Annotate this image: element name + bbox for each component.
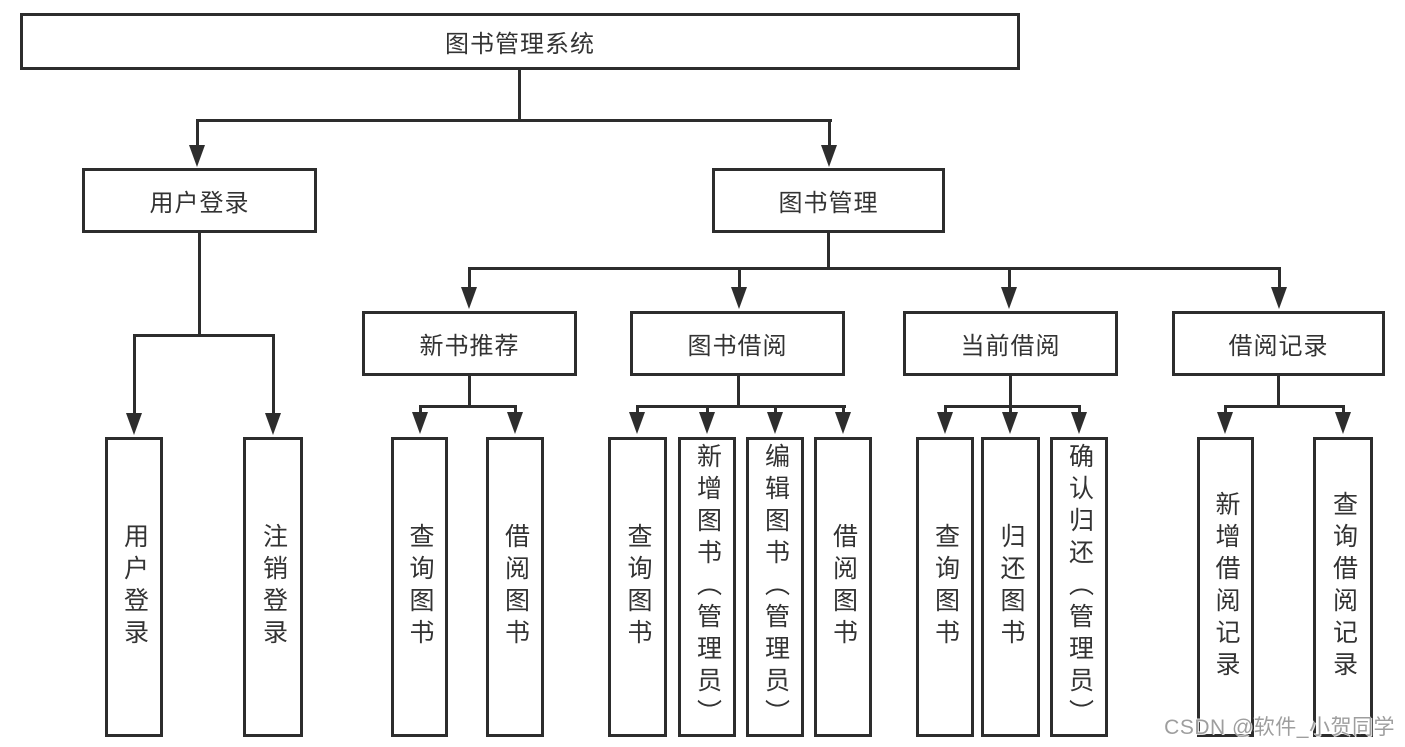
connector-line: [944, 405, 947, 415]
connector-line: [514, 405, 517, 415]
leaf-label: 借阅图书: [829, 523, 858, 651]
leaf-newbook-query: 查询图书: [391, 437, 448, 737]
connector-line: [842, 405, 845, 415]
leaf-label: 借阅图书: [501, 523, 530, 651]
leaf-label: 归还图书: [997, 523, 1025, 651]
leaf-current-confirm-admin: 确认归还（管理员）: [1050, 437, 1108, 737]
arrow-down-icon: [189, 145, 205, 167]
arrow-down-icon: [412, 412, 428, 434]
connector-line: [636, 405, 846, 408]
connector-line: [1078, 405, 1081, 415]
arrow-down-icon: [1217, 412, 1233, 434]
node-library-system: 图书管理系统: [20, 13, 1020, 70]
connector-line: [272, 334, 275, 414]
connector-line: [1009, 405, 1012, 415]
leaf-label: 用户登录: [120, 523, 149, 651]
arrow-down-icon: [1271, 287, 1287, 309]
node-new-book-recommend: 新书推荐: [362, 311, 577, 376]
arrow-down-icon: [507, 412, 523, 434]
leaf-user-login: 用户登录: [105, 437, 163, 737]
arrow-down-icon: [937, 412, 953, 434]
leaf-label: 注销登录: [259, 523, 288, 651]
connector-line: [133, 334, 275, 337]
leaf-label: 查询借阅记录: [1329, 491, 1358, 683]
leaf-newbook-borrow: 借阅图书: [486, 437, 544, 737]
leaf-logout: 注销登录: [243, 437, 303, 737]
connector-line: [518, 70, 521, 122]
arrow-down-icon: [1001, 287, 1017, 309]
node-user-login: 用户登录: [82, 168, 317, 233]
leaf-label: 编辑图书（管理员）: [761, 443, 790, 731]
arrow-down-icon: [1071, 412, 1087, 434]
connector-line: [419, 405, 517, 408]
leaf-label: 查询图书: [624, 523, 652, 651]
connector-line: [196, 119, 832, 122]
connector-line: [468, 267, 1281, 270]
arrow-down-icon: [699, 412, 715, 434]
connector-line: [1008, 267, 1011, 291]
leaf-borrow-query: 查询图书: [608, 437, 667, 737]
arrow-down-icon: [835, 412, 851, 434]
leaf-borrow-borrow: 借阅图书: [814, 437, 872, 737]
connector-line: [468, 376, 471, 408]
node-book-management: 图书管理: [712, 168, 945, 233]
leaf-borrow-edit-admin: 编辑图书（管理员）: [746, 437, 804, 737]
connector-line: [774, 405, 777, 415]
connector-line: [198, 233, 201, 337]
leaf-label: 确认归还（管理员）: [1065, 443, 1094, 731]
arrow-down-icon: [821, 145, 837, 167]
connector-line: [1009, 376, 1012, 408]
connector-line: [419, 405, 422, 415]
leaf-record-query: 查询借阅记录: [1313, 437, 1373, 737]
connector-line: [827, 233, 830, 270]
connector-line: [1224, 405, 1345, 408]
arrow-down-icon: [629, 412, 645, 434]
arrow-down-icon: [265, 413, 281, 435]
node-label: 用户登录: [149, 190, 250, 217]
leaf-label: 新增图书（管理员）: [693, 443, 722, 731]
connector-line: [706, 405, 709, 415]
node-label: 当前借阅: [960, 333, 1061, 360]
connector-line: [828, 119, 831, 151]
watermark: CSDN @软件_小贺同学: [1164, 716, 1395, 739]
node-label: 图书管理系统: [445, 31, 595, 58]
node-label: 借阅记录: [1228, 333, 1329, 360]
connector-line: [196, 119, 199, 151]
connector-line: [1342, 405, 1345, 415]
leaf-current-return: 归还图书: [981, 437, 1040, 737]
connector-line: [636, 405, 639, 415]
connector-line: [1278, 267, 1281, 291]
node-borrow-record: 借阅记录: [1172, 311, 1385, 376]
leaf-label: 新增借阅记录: [1212, 491, 1240, 683]
connector-line: [944, 405, 1081, 408]
connector-line: [1224, 405, 1227, 415]
connector-line: [1277, 376, 1280, 408]
arrow-down-icon: [461, 287, 477, 309]
arrow-down-icon: [1335, 412, 1351, 434]
connector-line: [133, 334, 136, 414]
arrow-down-icon: [126, 413, 142, 435]
node-current-borrow: 当前借阅: [903, 311, 1118, 376]
leaf-record-add: 新增借阅记录: [1197, 437, 1254, 737]
leaf-current-query: 查询图书: [916, 437, 974, 737]
leaf-borrow-add-admin: 新增图书（管理员）: [678, 437, 736, 737]
arrow-down-icon: [731, 287, 747, 309]
node-label: 新书推荐: [419, 333, 520, 360]
node-book-borrow: 图书借阅: [630, 311, 845, 376]
connector-line: [738, 267, 741, 291]
leaf-label: 查询图书: [406, 523, 434, 651]
node-label: 图书管理: [778, 190, 879, 217]
connector-line: [468, 267, 471, 291]
arrow-down-icon: [767, 412, 783, 434]
node-label: 图书借阅: [687, 333, 788, 360]
connector-line: [737, 376, 740, 408]
arrow-down-icon: [1002, 412, 1018, 434]
leaf-label: 查询图书: [931, 523, 960, 651]
